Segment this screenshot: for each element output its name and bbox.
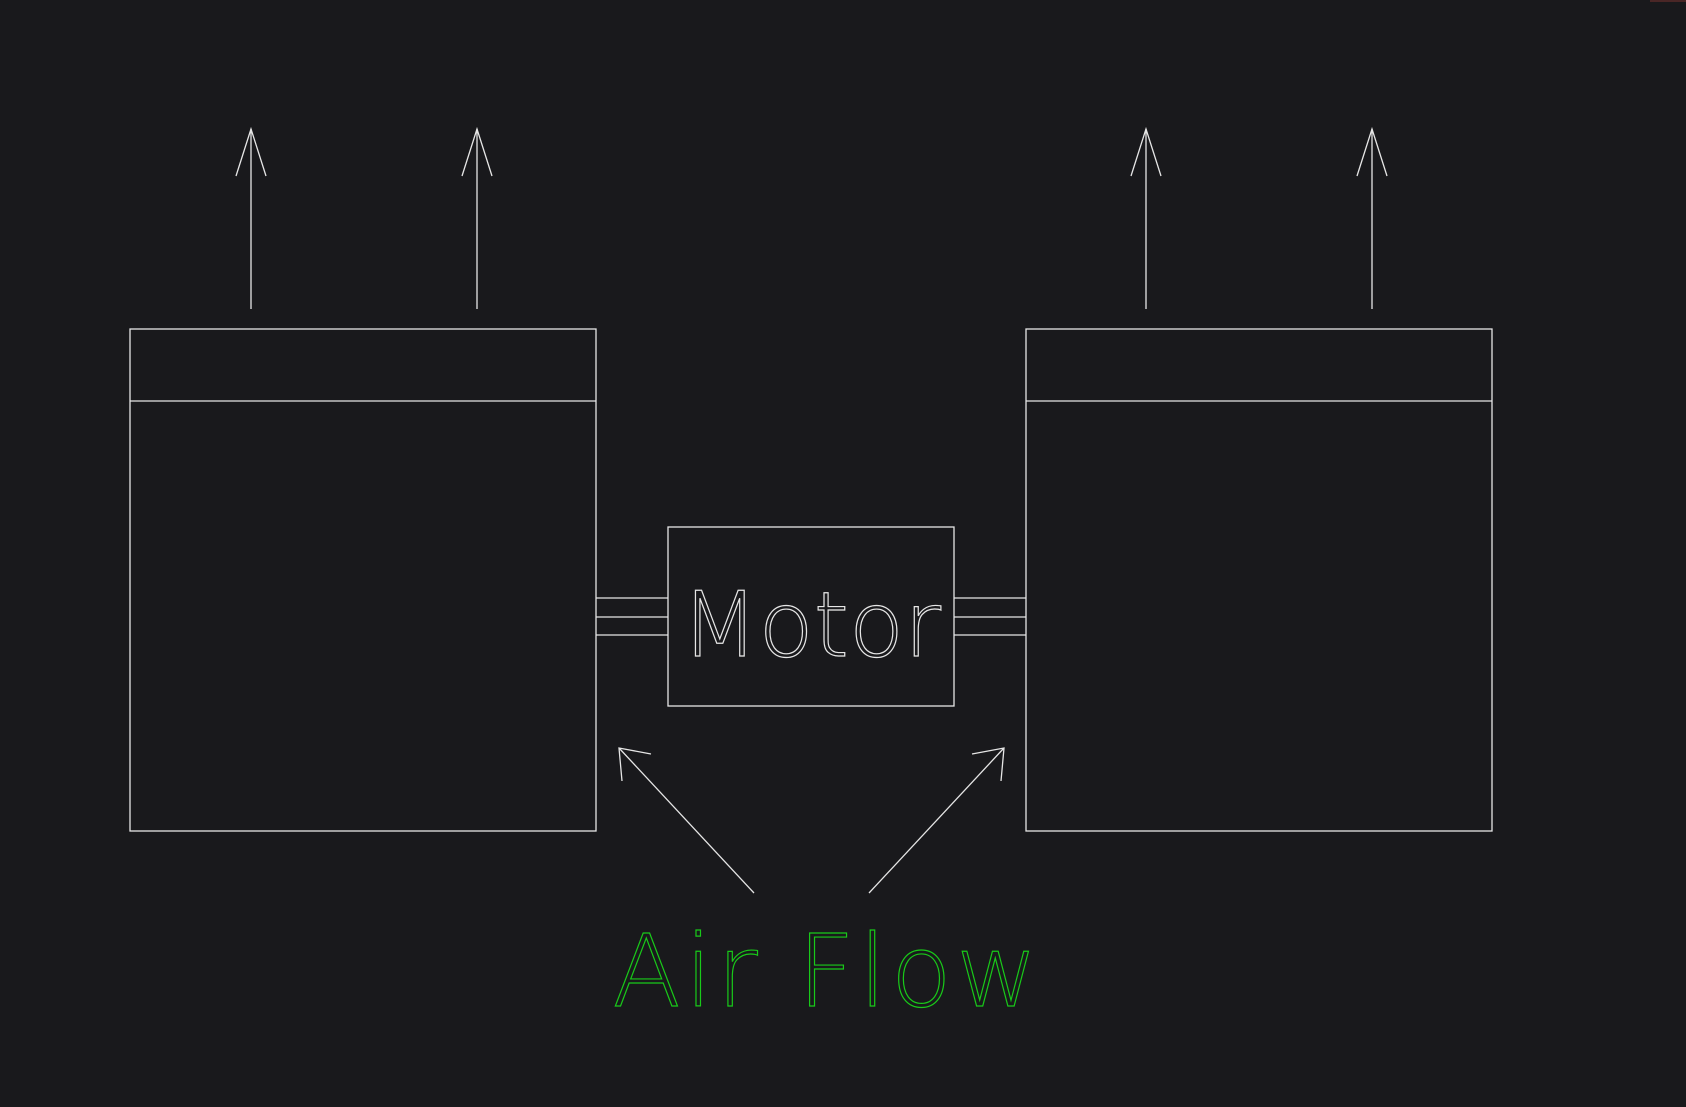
motor-label: Motor xyxy=(681,573,941,678)
motor: Motor xyxy=(667,526,955,707)
right-blower-body xyxy=(1025,328,1493,832)
intake-arrow-right xyxy=(868,747,1005,894)
outlet-arrow-4 xyxy=(1356,126,1388,309)
right-shaft xyxy=(954,597,1026,636)
left-blower-housing xyxy=(129,328,597,832)
right-blower-housing xyxy=(1025,328,1493,832)
airflow-label: Air Flow xyxy=(612,913,1041,1030)
left-shaft xyxy=(596,597,668,636)
intake-arrow-left xyxy=(618,747,755,894)
left-blower-body xyxy=(129,328,597,832)
outlet-arrow-3 xyxy=(1130,126,1162,309)
outlet-arrow-1 xyxy=(235,126,267,309)
outlet-arrow-2 xyxy=(461,126,493,309)
